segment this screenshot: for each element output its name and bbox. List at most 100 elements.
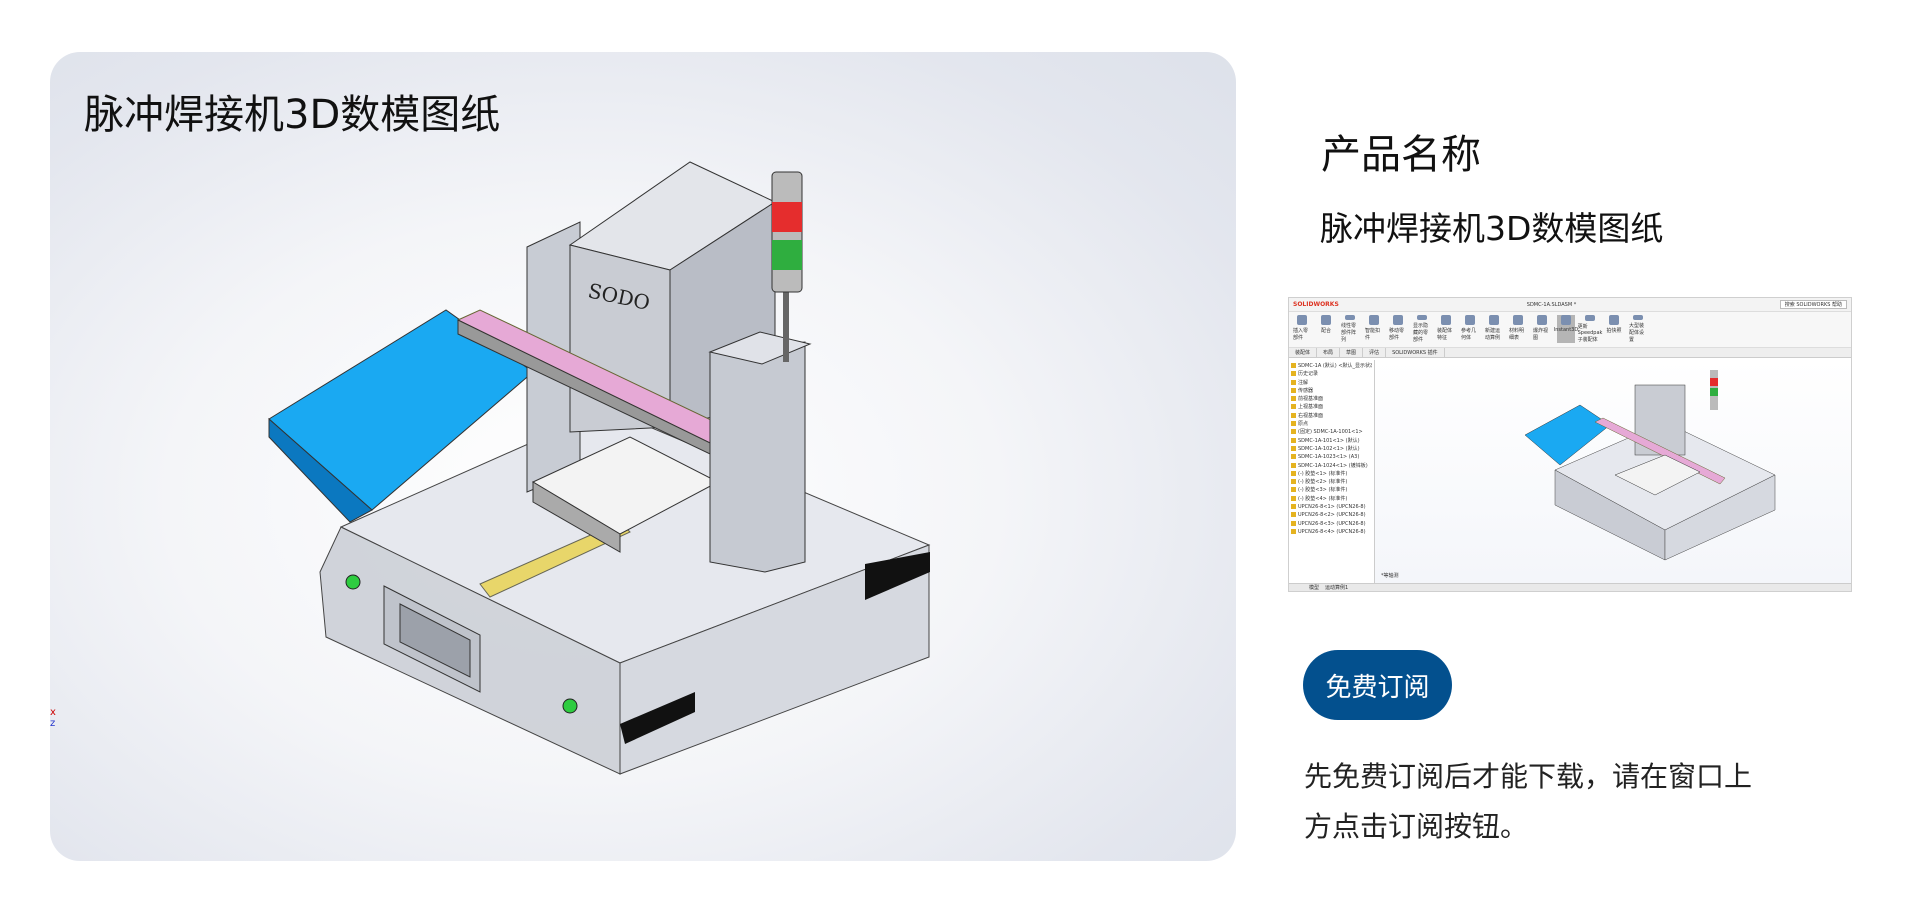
part-icon xyxy=(1291,470,1296,476)
tree-item-label: UPCN26-8<4> (UPCN26-8) xyxy=(1298,528,1366,535)
part-icon xyxy=(1291,404,1296,410)
tree-item-label: 传感器 xyxy=(1298,387,1314,394)
tree-item: 传感器 xyxy=(1291,387,1372,395)
thumb-bottom-tabs: 模型 运动算例1 xyxy=(1289,583,1851,591)
thumb-bottom-tab: 模型 xyxy=(1309,585,1320,591)
machine-3d-render: SODO xyxy=(268,161,931,775)
thumb-view-label: *等轴测 xyxy=(1381,573,1399,579)
axis-x-label: x xyxy=(50,707,56,718)
part-icon xyxy=(1291,387,1296,393)
tree-item: 上视基准面 xyxy=(1291,403,1372,411)
part-icon xyxy=(1291,454,1296,460)
part-icon xyxy=(1291,512,1296,518)
part-icon xyxy=(1291,412,1296,418)
handle xyxy=(620,692,695,744)
tree-item-label: SDMC-1A (默认) <默认_显示状态-1> xyxy=(1298,363,1372,369)
tree-item: 前视基准面 xyxy=(1291,395,1372,403)
ribbon-item: 插入零部件 xyxy=(1293,315,1311,343)
tree-item-label: 历史记录 xyxy=(1298,371,1319,378)
thumb-ribbon: 插入零部件 配合 线性零部件阵列 智能扣件 移动零部件 显示隐藏的零部件 装配体… xyxy=(1289,312,1851,348)
tree-item: (-) 胶垫<1> (标准件) xyxy=(1291,470,1372,478)
tree-item: UPCN26-8<2> (UPCN26-8) xyxy=(1291,511,1372,519)
tree-item: SDMC-1A-1024<1> (镀锌板) xyxy=(1291,462,1372,470)
axis-indicator: x z xyxy=(50,707,56,729)
part-icon xyxy=(1291,462,1296,468)
ribbon-item: 材料明细表 xyxy=(1509,315,1527,343)
ribbon-item: 智能扣件 xyxy=(1365,315,1383,343)
tree-item-label: (-) 胶垫<3> (标准件) xyxy=(1298,487,1348,494)
ribbon-item: 装配体特征 xyxy=(1437,315,1455,343)
handle xyxy=(865,552,930,600)
thumb-viewport: *等轴测 xyxy=(1375,360,1851,583)
green-button xyxy=(562,698,578,714)
part-icon xyxy=(1291,437,1296,443)
part-icon xyxy=(1291,487,1296,493)
ribbon-item: 移动零部件 xyxy=(1389,315,1407,343)
part-icon xyxy=(1291,445,1296,451)
thumb-tab: SOLIDWORKS 插件 xyxy=(1386,348,1445,357)
ribbon-item: 拍快照 xyxy=(1605,315,1623,343)
part-icon xyxy=(1291,379,1296,385)
part-icon xyxy=(1291,504,1296,510)
tree-item: (固定) SDMC-1A-1001<1> xyxy=(1291,428,1372,436)
tree-item-label: SDMC-1A-1023<1> (A3) xyxy=(1298,454,1360,461)
thumb-bottom-tab: 运动算例1 xyxy=(1325,585,1349,591)
base-right-face xyxy=(619,544,930,775)
signal-green xyxy=(772,240,802,270)
green-button xyxy=(345,574,361,590)
product-name: 脉冲焊接机3D数模图纸 xyxy=(1320,209,1664,248)
solidworks-logo: SOLIDWORKS xyxy=(1293,301,1339,308)
thumb-feature-tree: SDMC-1A (默认) <默认_显示状态-1> 历史记录注解传感器前视基准面上视… xyxy=(1289,360,1375,583)
tree-item: 右视基准面 xyxy=(1291,412,1372,420)
part-icon xyxy=(1291,396,1296,402)
tree-item-label: (-) 胶垫<4> (标准件) xyxy=(1298,495,1348,502)
tree-item: UPCN26-8<4> (UPCN26-8) xyxy=(1291,528,1372,536)
tree-item-label: (固定) SDMC-1A-1001<1> xyxy=(1298,429,1363,436)
thumb-tab: 布局 xyxy=(1317,348,1341,357)
ribbon-item: 大型装配体设置 xyxy=(1629,315,1647,343)
tree-item-label: (-) 胶垫<1> (标准件) xyxy=(1298,470,1348,477)
tree-item: 历史记录 xyxy=(1291,370,1372,378)
part-icon xyxy=(1291,495,1296,501)
tree-item: SDMC-1A-102<1> (默认) xyxy=(1291,445,1372,453)
tree-item: SDMC-1A-101<1> (默认) xyxy=(1291,437,1372,445)
tree-item-label: UPCN26-8<2> (UPCN26-8) xyxy=(1298,512,1366,519)
product-name-heading: 产品名称 xyxy=(1321,132,1481,178)
solidworks-screenshot: SOLIDWORKS SDMC-1A.SLDASM * 搜索 SOLIDWORK… xyxy=(1288,297,1852,592)
tree-item: (-) 胶垫<2> (标准件) xyxy=(1291,478,1372,486)
part-icon xyxy=(1291,528,1296,534)
thumb-search: 搜索 SOLIDWORKS 帮助 xyxy=(1779,300,1847,309)
part-icon xyxy=(1291,363,1296,368)
ribbon-item: 显示隐藏的零部件 xyxy=(1413,315,1431,343)
ribbon-item: 更新Speedpak子装配体 xyxy=(1578,315,1602,343)
thumb-titlebar: SOLIDWORKS SDMC-1A.SLDASM * 搜索 SOLIDWORK… xyxy=(1289,298,1851,312)
tree-item-label: 上视基准面 xyxy=(1298,404,1324,411)
ribbon-item: 配合 xyxy=(1317,315,1335,343)
tree-item-label: 右视基准面 xyxy=(1298,412,1324,419)
thumb-tabs: 装配体 布局 草图 评估 SOLIDWORKS 插件 xyxy=(1289,348,1851,358)
axis-z-label: z xyxy=(50,718,56,729)
tree-item-label: 原点 xyxy=(1298,421,1309,428)
part-icon xyxy=(1291,371,1296,377)
ribbon-item: Instant3D xyxy=(1554,315,1578,343)
part-icon xyxy=(1291,429,1296,435)
tree-item: SDMC-1A (默认) <默认_显示状态-1> xyxy=(1291,362,1372,370)
model-preview-panel: 脉冲焊接机3D数模图纸 SODO xyxy=(50,52,1236,861)
tree-item-label: 前视基准面 xyxy=(1298,396,1324,403)
part-icon xyxy=(1291,520,1296,526)
part-icon xyxy=(1291,421,1296,427)
tree-item-label: 注解 xyxy=(1298,379,1309,386)
tree-item: (-) 胶垫<4> (标准件) xyxy=(1291,495,1372,503)
signal-red xyxy=(772,202,802,232)
tree-item-label: UPCN26-8<3> (UPCN26-8) xyxy=(1298,520,1366,527)
thumb-document-title: SDMC-1A.SLDASM * xyxy=(1526,301,1577,308)
tree-item-label: UPCN26-8<1> (UPCN26-8) xyxy=(1298,504,1366,511)
thumb-tab: 装配体 xyxy=(1289,348,1318,357)
tree-item: UPCN26-8<3> (UPCN26-8) xyxy=(1291,520,1372,528)
thumb-model-render xyxy=(1524,370,1776,561)
tree-item: 原点 xyxy=(1291,420,1372,428)
ribbon-item: 爆炸视图 xyxy=(1533,315,1551,343)
tree-item: UPCN26-8<1> (UPCN26-8) xyxy=(1291,503,1372,511)
subscribe-button[interactable]: 免费订阅 xyxy=(1303,650,1452,720)
tree-item-label: (-) 胶垫<2> (标准件) xyxy=(1298,479,1348,486)
